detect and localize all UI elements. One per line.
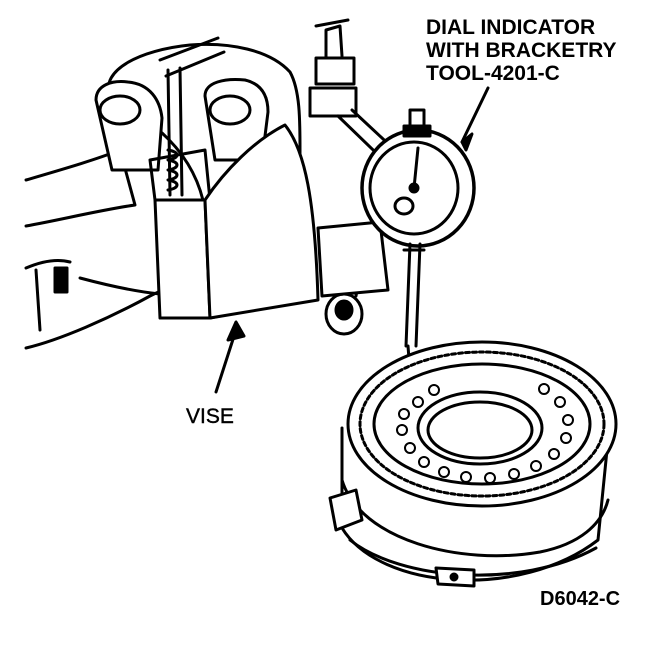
dial-indicator-label: DIAL INDICATOR WITH BRACKETRY TOOL-4201-… <box>426 16 617 85</box>
figure-code: D6042-C <box>540 588 621 610</box>
vise-leader <box>214 320 246 394</box>
dial-indicator-label-line1: DIAL INDICATOR <box>426 16 596 39</box>
dial-indicator-label-line2: WITH BRACKETRY <box>426 39 617 62</box>
dial-indicator <box>360 86 490 374</box>
vise <box>94 18 414 336</box>
vise-label: VISE <box>186 405 234 428</box>
dial-indicator-label-line3: TOOL-4201-C <box>426 62 560 85</box>
gear-workpiece <box>328 340 618 588</box>
